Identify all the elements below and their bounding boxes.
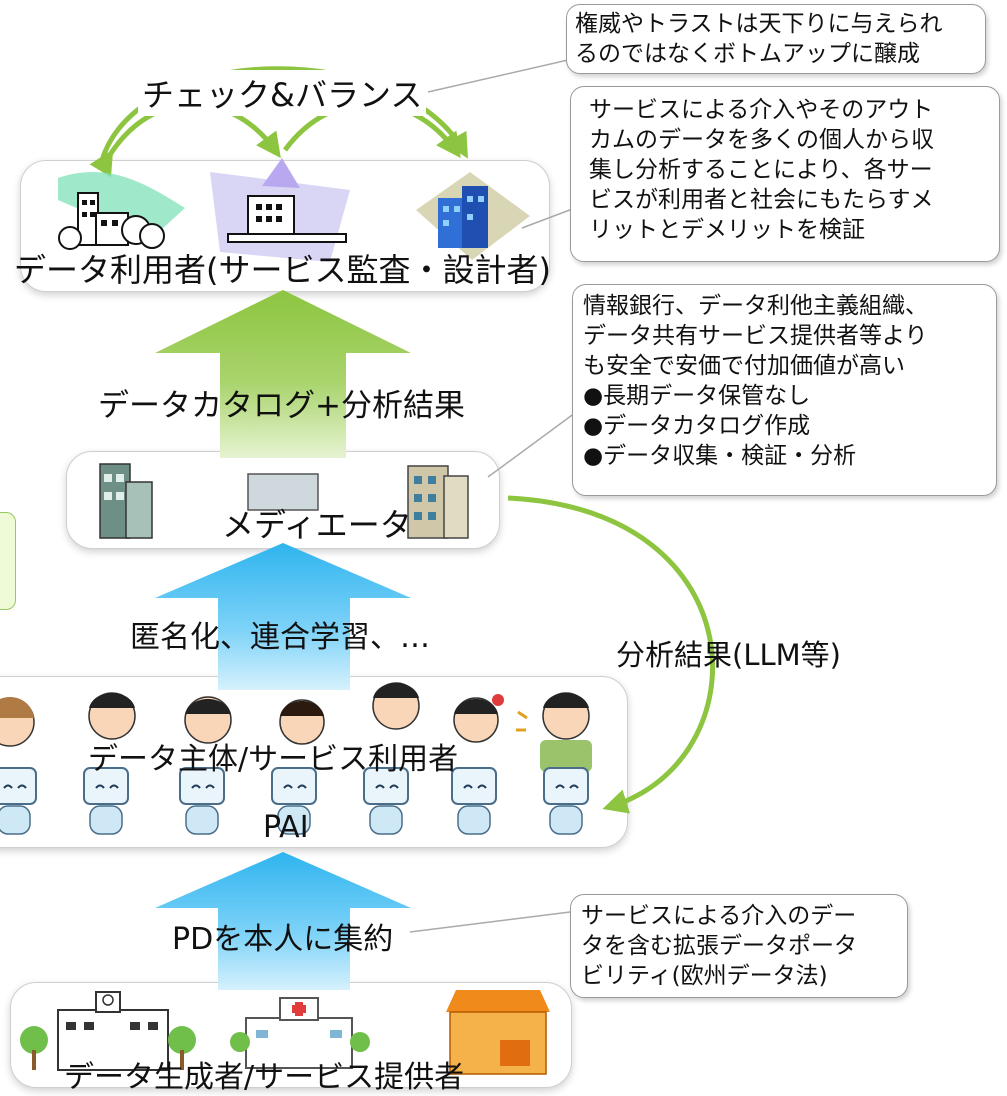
data-users-label: データ利用者(サービス監査・設計者) <box>14 251 551 289</box>
data-subjects-label: データ主体/サービス利用者 <box>88 742 459 777</box>
pd-arrow-label: PDを本人に集約 <box>172 922 394 957</box>
analysis-result-label: 分析結果(LLM等) <box>616 638 841 672</box>
pai-label: PAI <box>263 810 309 845</box>
mediator-note-callout: 情報銀行、データ利他主義組織、 データ共有サービス提供者等より も安全で安価で付… <box>572 284 997 496</box>
pd-up-arrow <box>155 852 411 990</box>
mediator-label: メディエータ <box>222 506 412 544</box>
data-producers-label: データ生成者/サービス提供者 <box>64 1060 465 1095</box>
anonymize-up-arrow <box>155 543 411 690</box>
audit-callout: サービスによる介入やそのアウト カムのデータを多くの個人から収 集し分析すること… <box>570 86 1000 262</box>
anonymize-arrow-label: 匿名化、連合学習、… <box>130 620 430 655</box>
catalog-arrow-label: データカタログ+分析結果 <box>98 388 465 424</box>
check-arrow-left-right <box>99 66 468 161</box>
trust-callout: 権威やトラストは天下りに与えられ るのではなくボトムアップに醸成 <box>566 4 986 74</box>
portability-callout: サービスによる介入のデー タを含む拡張データポータ ビリティ(欧州データ法) <box>570 894 908 998</box>
catalog-up-arrow <box>155 290 411 458</box>
left-edge-note <box>0 512 16 610</box>
check-balance-label: チェック&バランス <box>138 70 427 116</box>
analysis-curve-arrow <box>507 495 715 814</box>
